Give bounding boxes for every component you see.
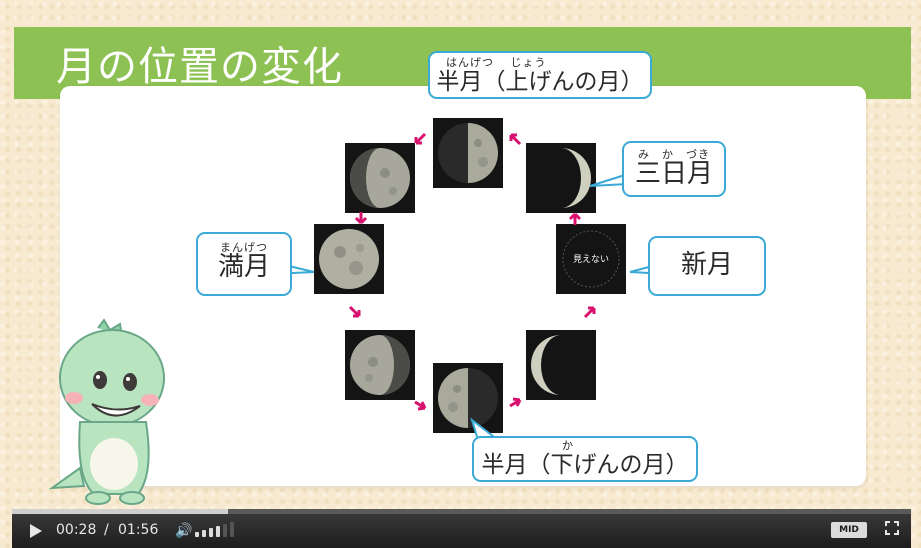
mascot-illustration [48,318,165,505]
moon-first-quarter [433,118,503,188]
arrow-icon [568,212,582,225]
volume-level-bar [195,532,199,537]
page-title: 月の位置の変化 [56,44,343,90]
play-button[interactable] [30,524,42,538]
label-last-quarter: 半月（下げんの月） [481,452,689,478]
callout-crescent: み か づき 三日月 [622,141,726,197]
progress-fill [12,509,228,514]
arrow-icon [354,212,368,225]
volume-level-bar [223,524,227,537]
moon-waning-gibbous [345,330,415,400]
callout-tail [589,173,629,187]
label-crescent: 三日月 [634,159,713,189]
ruby-crescent: み か づき [638,148,710,161]
label-full-moon: 満月 [217,252,270,282]
video-player-controls: 00:28 / 01:56 🔊 MID [12,509,911,548]
time-separator: / [104,522,109,538]
volume-level-bar [209,528,213,537]
quality-button[interactable]: MID [831,522,867,538]
callout-new-moon: 新月 [648,236,766,296]
arrow-icon [509,397,522,408]
moon-waning-crescent [526,330,596,400]
current-time: 00:28 [56,522,97,538]
callout-tail [470,417,499,441]
callout-full-moon: まんげつ 満月 [196,232,292,296]
moon-waxing-gibbous [345,143,415,213]
progress-bar[interactable] [12,509,911,514]
label-first-quarter: 半月（上げんの月） [436,69,644,95]
volume-icon[interactable]: 🔊 [175,523,193,539]
arrow-icon [348,305,361,318]
callout-first-quarter: はんげつ じょう 半月（上げんの月） [428,51,652,99]
label-new-moon: 新月 [680,250,733,280]
volume-level-bar [216,526,220,537]
arrow-icon [583,306,596,319]
duration: 01:56 [118,522,159,538]
moon-new: 見えない [556,224,626,294]
volume-level-bar [230,522,234,537]
volume-level-bar [202,530,206,537]
moon-full [314,224,384,294]
moon-crescent [526,143,596,213]
new-moon-label: 見えない [572,255,609,265]
moon-last-quarter [433,363,503,433]
arrow-icon [414,132,427,145]
ruby-full-moon: まんげつ [220,241,268,254]
callout-last-quarter: か 半月（下げんの月） [472,436,698,482]
fullscreen-icon[interactable] [885,521,899,535]
ruby-last-quarter: か [562,439,574,452]
ruby-first-quarter: はんげつ じょう [446,56,547,69]
arrow-icon [509,133,522,146]
arrow-icon [414,400,427,411]
